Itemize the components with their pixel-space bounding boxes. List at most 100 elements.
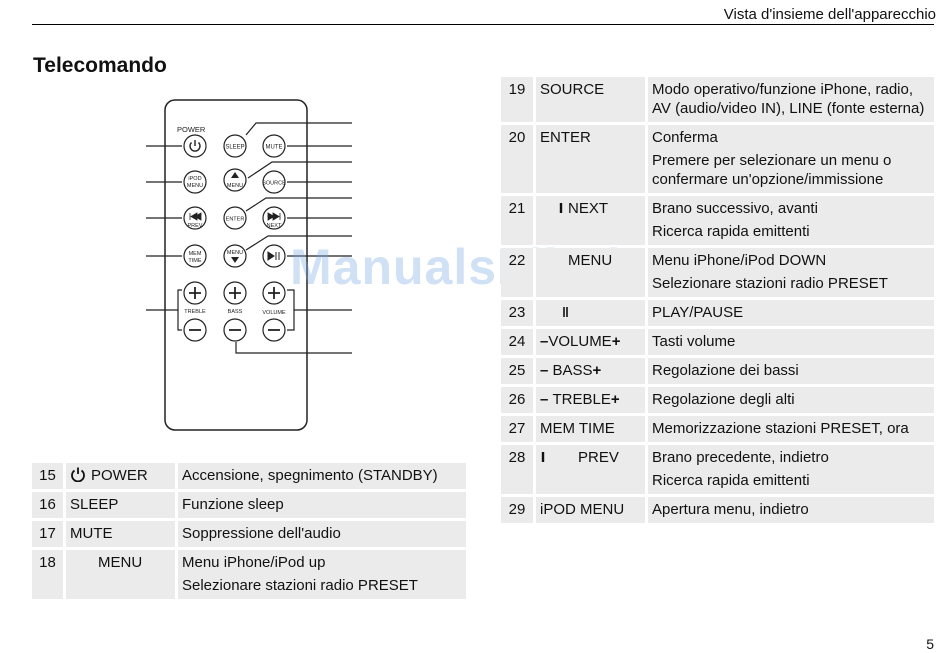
description-line: Brano successivo, avanti [652,200,818,217]
row-key: POWER [66,463,178,489]
table-row: 15 POWER Accensione, spegnimento (STANDB… [32,463,466,489]
table-row: 21 NEXT Brano successivo, avanti Ricerca… [501,196,934,245]
row-description: PLAY/PAUSE [648,300,934,326]
row-key-label: POWER [91,467,148,484]
table-row: 25 – BASS+ Regolazione dei bassi [501,358,934,384]
bass-plus-button [223,281,247,305]
table-right: 19 SOURCE Modo operativo/funzione iPhone… [501,74,934,526]
mute-label: MUTE [266,145,283,151]
mem-label: MEM [189,251,202,257]
play-pause-icon [563,307,568,317]
bass-label: BASS [228,309,243,315]
table-row: 23 PLAY/PAUSE [501,300,934,326]
row-description: Brano precedente, indietro Ricerca rapid… [648,445,934,494]
next-button [262,206,286,230]
next-label: NEXT [267,223,282,229]
volume-minus-button [262,318,286,342]
menu-up-icon [78,557,90,567]
sleep-label: SLEEP [225,145,244,151]
description-line: Funzione sleep [182,496,284,513]
bass-minus-button [223,318,247,342]
description-line: Premere per selezionare un menu o confer… [652,152,892,188]
row-key-label: PREV [578,449,619,466]
row-key-label: BASS [552,362,593,379]
enter-label: ENTER [226,217,245,223]
row-number: 15 [32,463,66,489]
row-description: Conferma Premere per selezionare un menu… [648,125,934,193]
row-description: Menu iPhone/iPod up Selezionare stazioni… [178,550,466,599]
menu-up-label: MENU [227,183,243,189]
play-pause-icon [267,251,280,261]
prev-icon [189,212,202,221]
callout-line [287,310,295,331]
row-number: 25 [501,358,536,384]
callout-line [146,289,182,311]
description-line: Ricerca rapida emittenti [652,223,810,240]
description-line: Soppressione dell'audio [182,525,341,542]
row-key-label: VOLUME [548,333,612,350]
table-row: 29 iPOD MENU Apertura menu, indietro [501,497,934,523]
row-key-label: ENTER [536,125,648,193]
source-button [262,170,286,194]
table-row: 19 SOURCE Modo operativo/funzione iPhone… [501,77,934,122]
section-title: Telecomando [33,54,167,77]
menu-down-label: MENU [227,250,243,256]
description-line: Selezionare stazioni radio PRESET [652,275,888,292]
row-key: MENU [536,248,648,297]
row-key: –VOLUME+ [536,329,648,355]
minus-sign: – [540,391,553,408]
description-line: Tasti volume [652,333,736,350]
prev-button [183,206,207,230]
row-key-label: SLEEP [66,492,178,518]
row-key-label: MENU [568,252,613,269]
description-line: Menu iPhone/iPod up [182,554,326,571]
description-line: Regolazione dei bassi [652,362,799,379]
menu-up-button [223,168,247,192]
table-row: 26 – TREBLE+ Regolazione degli alti [501,387,934,413]
description-line: Apertura menu, indietro [652,501,809,518]
sleep-button [223,134,247,158]
callout-line [245,122,352,136]
next-icon [267,212,281,221]
table-row: 27 MEM TIME Memorizzazione stazioni PRES… [501,416,934,442]
mem-time-button [183,244,207,268]
row-key: MENU [66,550,178,599]
row-key-label: NEXT [568,200,609,217]
row-number: 17 [32,521,66,547]
description-line: Brano precedente, indietro [652,449,829,466]
row-number: 29 [501,497,536,523]
row-key-label: TREBLE [552,391,611,408]
row-description: Apertura menu, indietro [648,497,934,523]
treble-label: TREBLE [184,309,206,315]
row-key: NEXT [536,196,648,245]
menu-down-button [223,244,247,268]
page-number: 5 [926,636,934,652]
description-line: Accensione, spegnimento (STANDBY) [182,467,438,484]
row-number: 16 [32,492,66,518]
row-number: 21 [501,196,536,245]
callout-line [245,235,352,251]
plus-icon [189,287,201,299]
row-description: Modo operativo/funzione iPhone, radio, A… [648,77,934,122]
row-key-label: iPOD MENU [536,497,648,523]
remote-control-illustration: POWER SLEEP MUTE iPOD MENU MENU SOURCE P… [146,99,352,431]
row-description: Brano successivo, avanti Ricerca rapida … [648,196,934,245]
power-button [183,134,207,158]
table-row: 22 MENU Menu iPhone/iPod DOWN Selezionar… [501,248,934,297]
description-line: Ricerca rapida emittenti [652,472,810,489]
description-line: Conferma [652,129,718,146]
row-description: Soppressione dell'audio [178,521,466,547]
minus-sign: – [540,333,549,350]
header-title: Vista d'insieme dell'apparecchio [723,6,936,23]
time-label: TIME [188,258,201,264]
volume-label: VOLUME [262,310,286,316]
row-description: Menu iPhone/iPod DOWN Selezionare stazio… [648,248,934,297]
treble-minus-button [183,318,207,342]
callout-line [247,161,352,179]
description-line: Menu iPhone/iPod DOWN [652,252,827,269]
row-number: 22 [501,248,536,297]
power-label: POWER [177,125,206,134]
callout-line [177,310,182,331]
plus-sign: + [610,391,620,408]
plus-icon [268,287,280,299]
